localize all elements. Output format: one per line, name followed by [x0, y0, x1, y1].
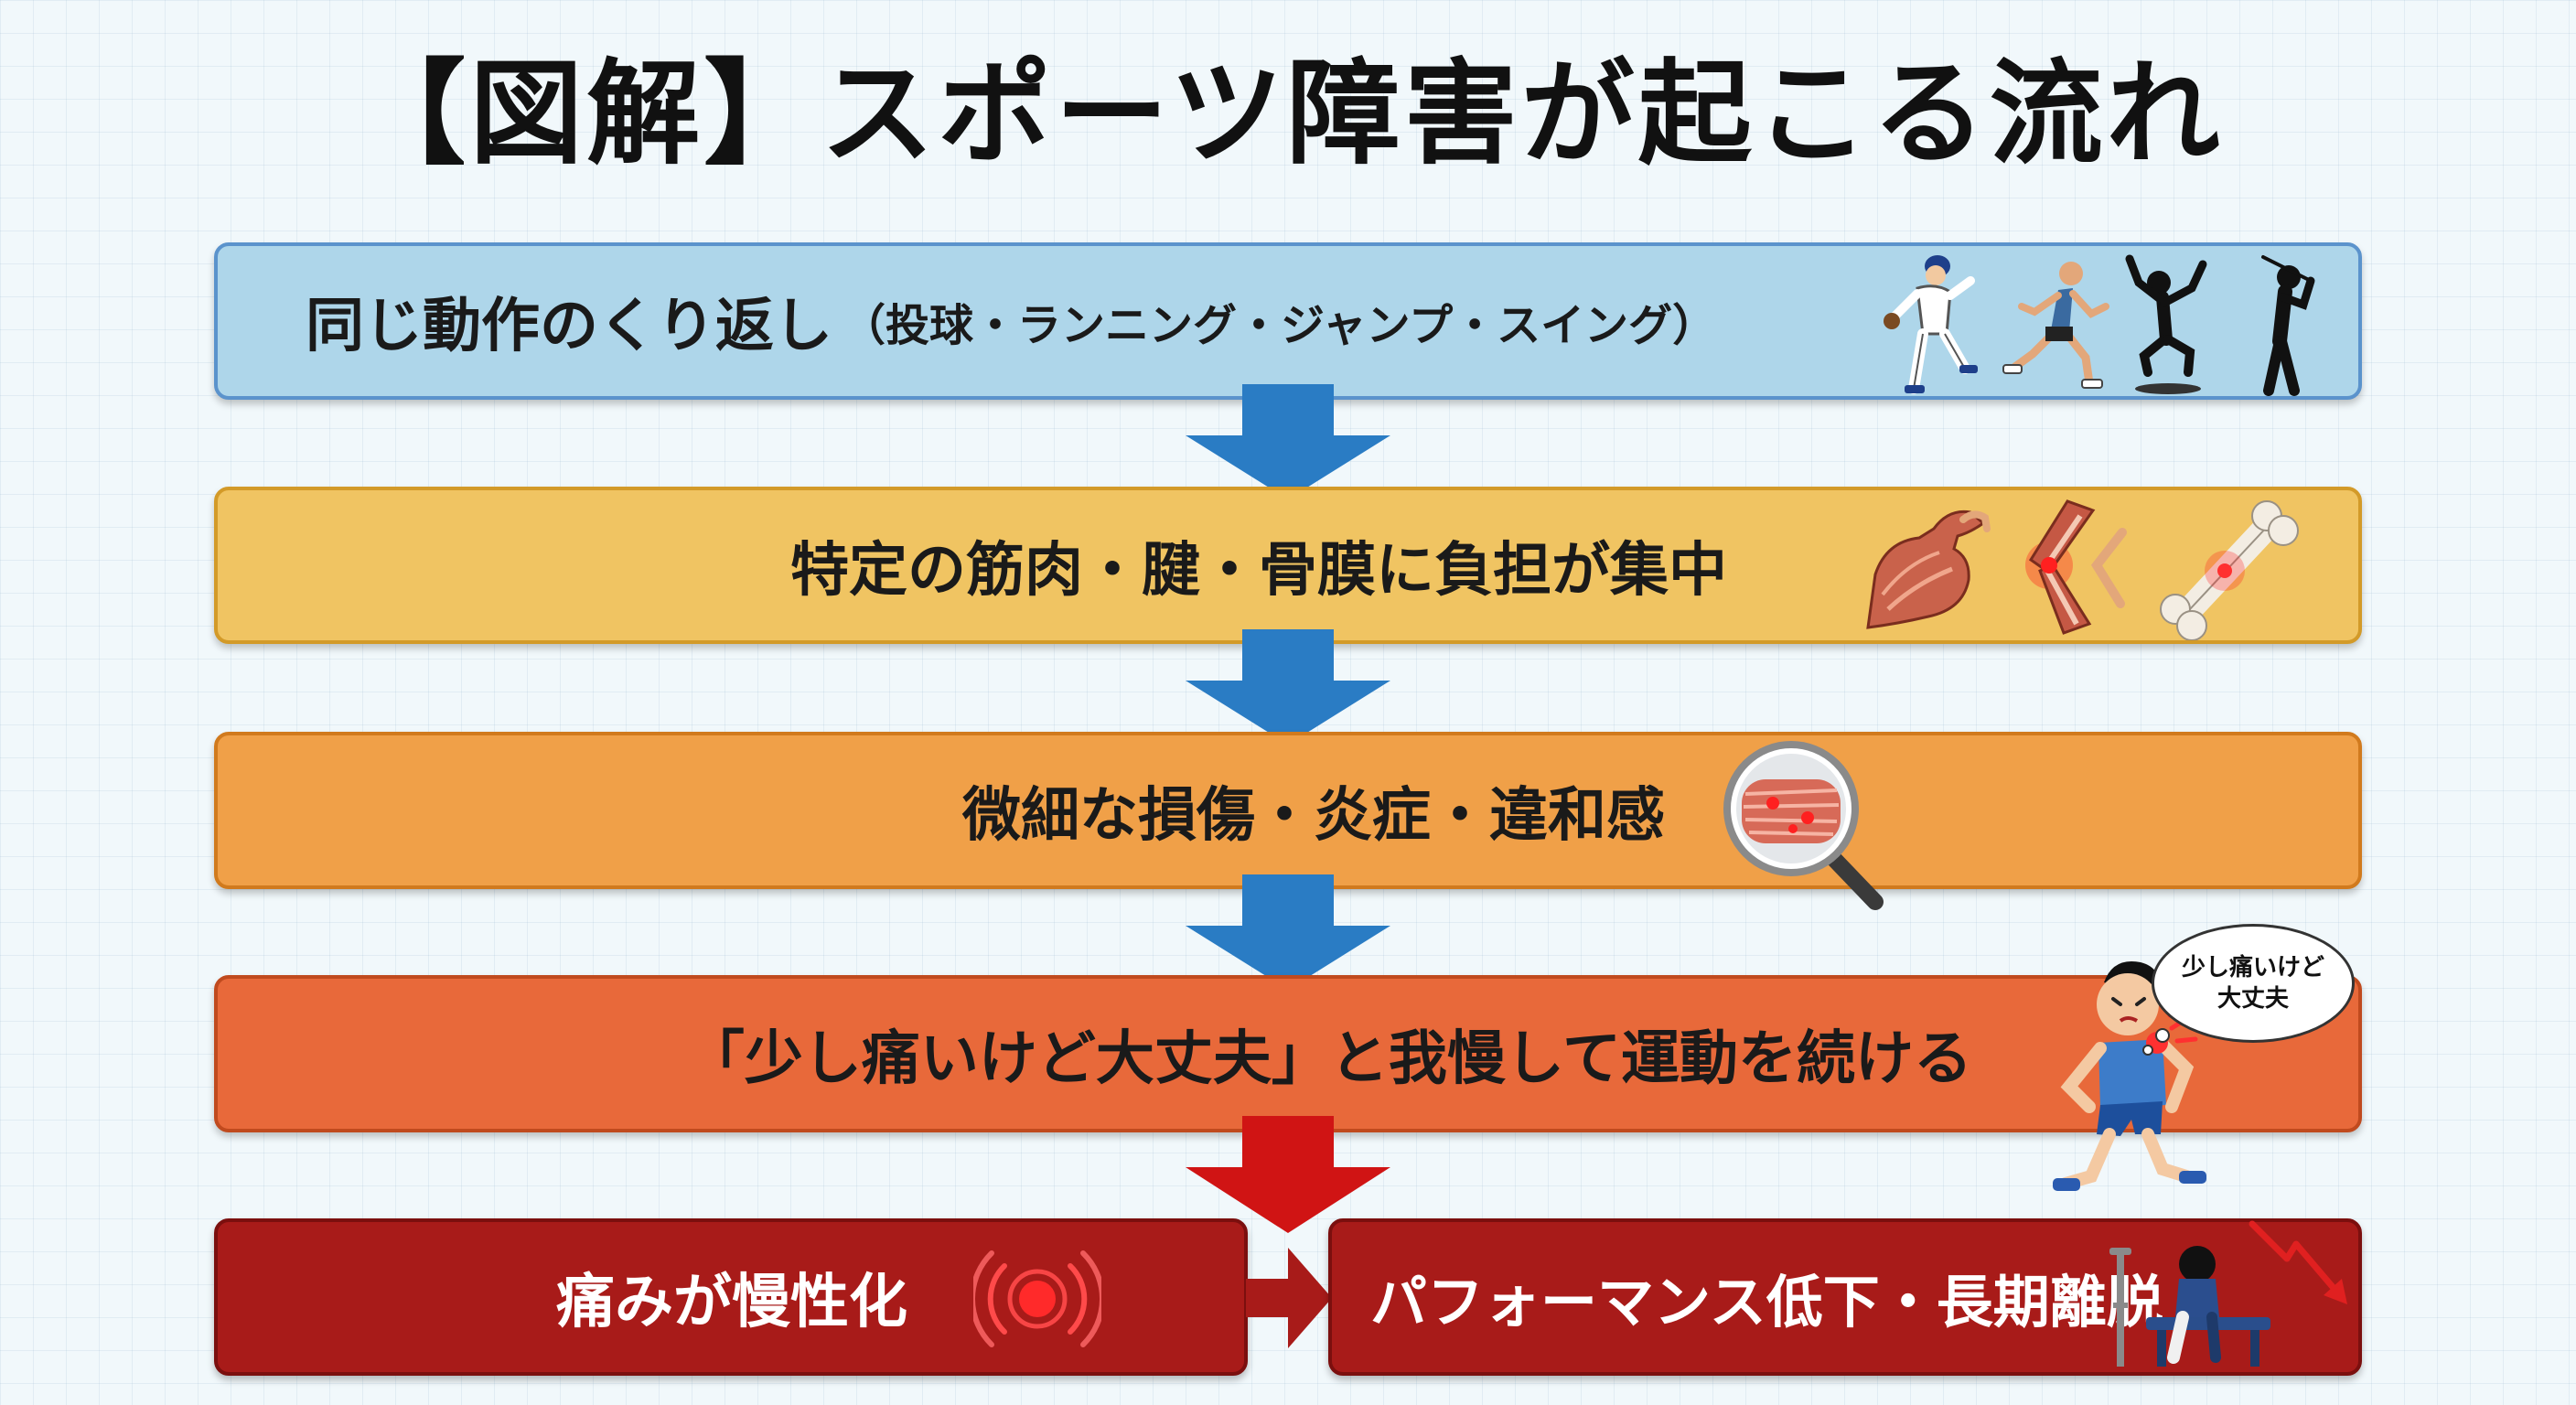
- step-1-note: （投球・ランニング・ジャンプ・スイング）: [842, 300, 1717, 351]
- golfer-icon: [2261, 255, 2315, 396]
- bone-icon: [2160, 500, 2299, 640]
- flow-arrow-red: [1186, 1116, 1390, 1233]
- baseball-pitcher-icon: [1884, 255, 1978, 394]
- flow-arrow-horizontal: [1246, 1248, 1332, 1348]
- step-micro-damage: 微細な損傷・炎症・違和感: [214, 732, 2362, 910]
- knee-tendon-icon: [2025, 499, 2127, 635]
- flow-arrow-1: [1186, 384, 1390, 499]
- decline-arrow-icon: [2249, 1220, 2347, 1304]
- speech-bubble: 少し痛いけど 大丈夫: [2152, 924, 2355, 1043]
- step-2-label: 特定の筋肉・腱・骨膜に負担が集中: [790, 537, 1727, 605]
- step-4-label: 「少し痛いけど大丈夫」と我慢して運動を続ける: [685, 1025, 1972, 1093]
- outcome-2-label: パフォーマンス低下・長期離脱: [1370, 1269, 2163, 1335]
- jumper-icon: [2125, 254, 2207, 394]
- outcome-performance-decline: パフォーマンス低下・長期離脱: [1328, 1218, 2362, 1376]
- runner-icon: [2002, 262, 2109, 389]
- arm-muscle-icon: [1866, 509, 1991, 629]
- pain-signal-icon: [973, 1250, 1101, 1347]
- step-repetitive-motion: 同じ動作のくり返し （投球・ランニング・ジャンプ・スイング）: [214, 242, 2362, 400]
- step-load-concentration: 特定の筋肉・腱・骨膜に負担が集中: [214, 487, 2362, 644]
- speech-bubble-tail: [2142, 1028, 2170, 1056]
- step-3-label: 微細な損傷・炎症・違和感: [962, 782, 1665, 850]
- crutch-athlete-icon: [2109, 1246, 2270, 1367]
- outcome-chronic-pain: 痛みが慢性化: [214, 1218, 1248, 1376]
- page-title: 【図解】スポーツ障害が起こる流れ: [352, 48, 2224, 180]
- step-1-label: 同じ動作のくり返し: [306, 293, 832, 360]
- flow-arrow-2: [1186, 629, 1390, 745]
- magnifier-icon: [1723, 741, 1884, 910]
- speech-bubble-line-1: 少し痛いけど: [2181, 954, 2324, 981]
- injured-athlete-icon: [2053, 960, 2206, 1191]
- speech-bubble-line-2: 大丈夫: [2216, 985, 2289, 1013]
- outcome-1-label: 痛みが慢性化: [556, 1269, 907, 1336]
- flow-arrow-3: [1186, 874, 1390, 990]
